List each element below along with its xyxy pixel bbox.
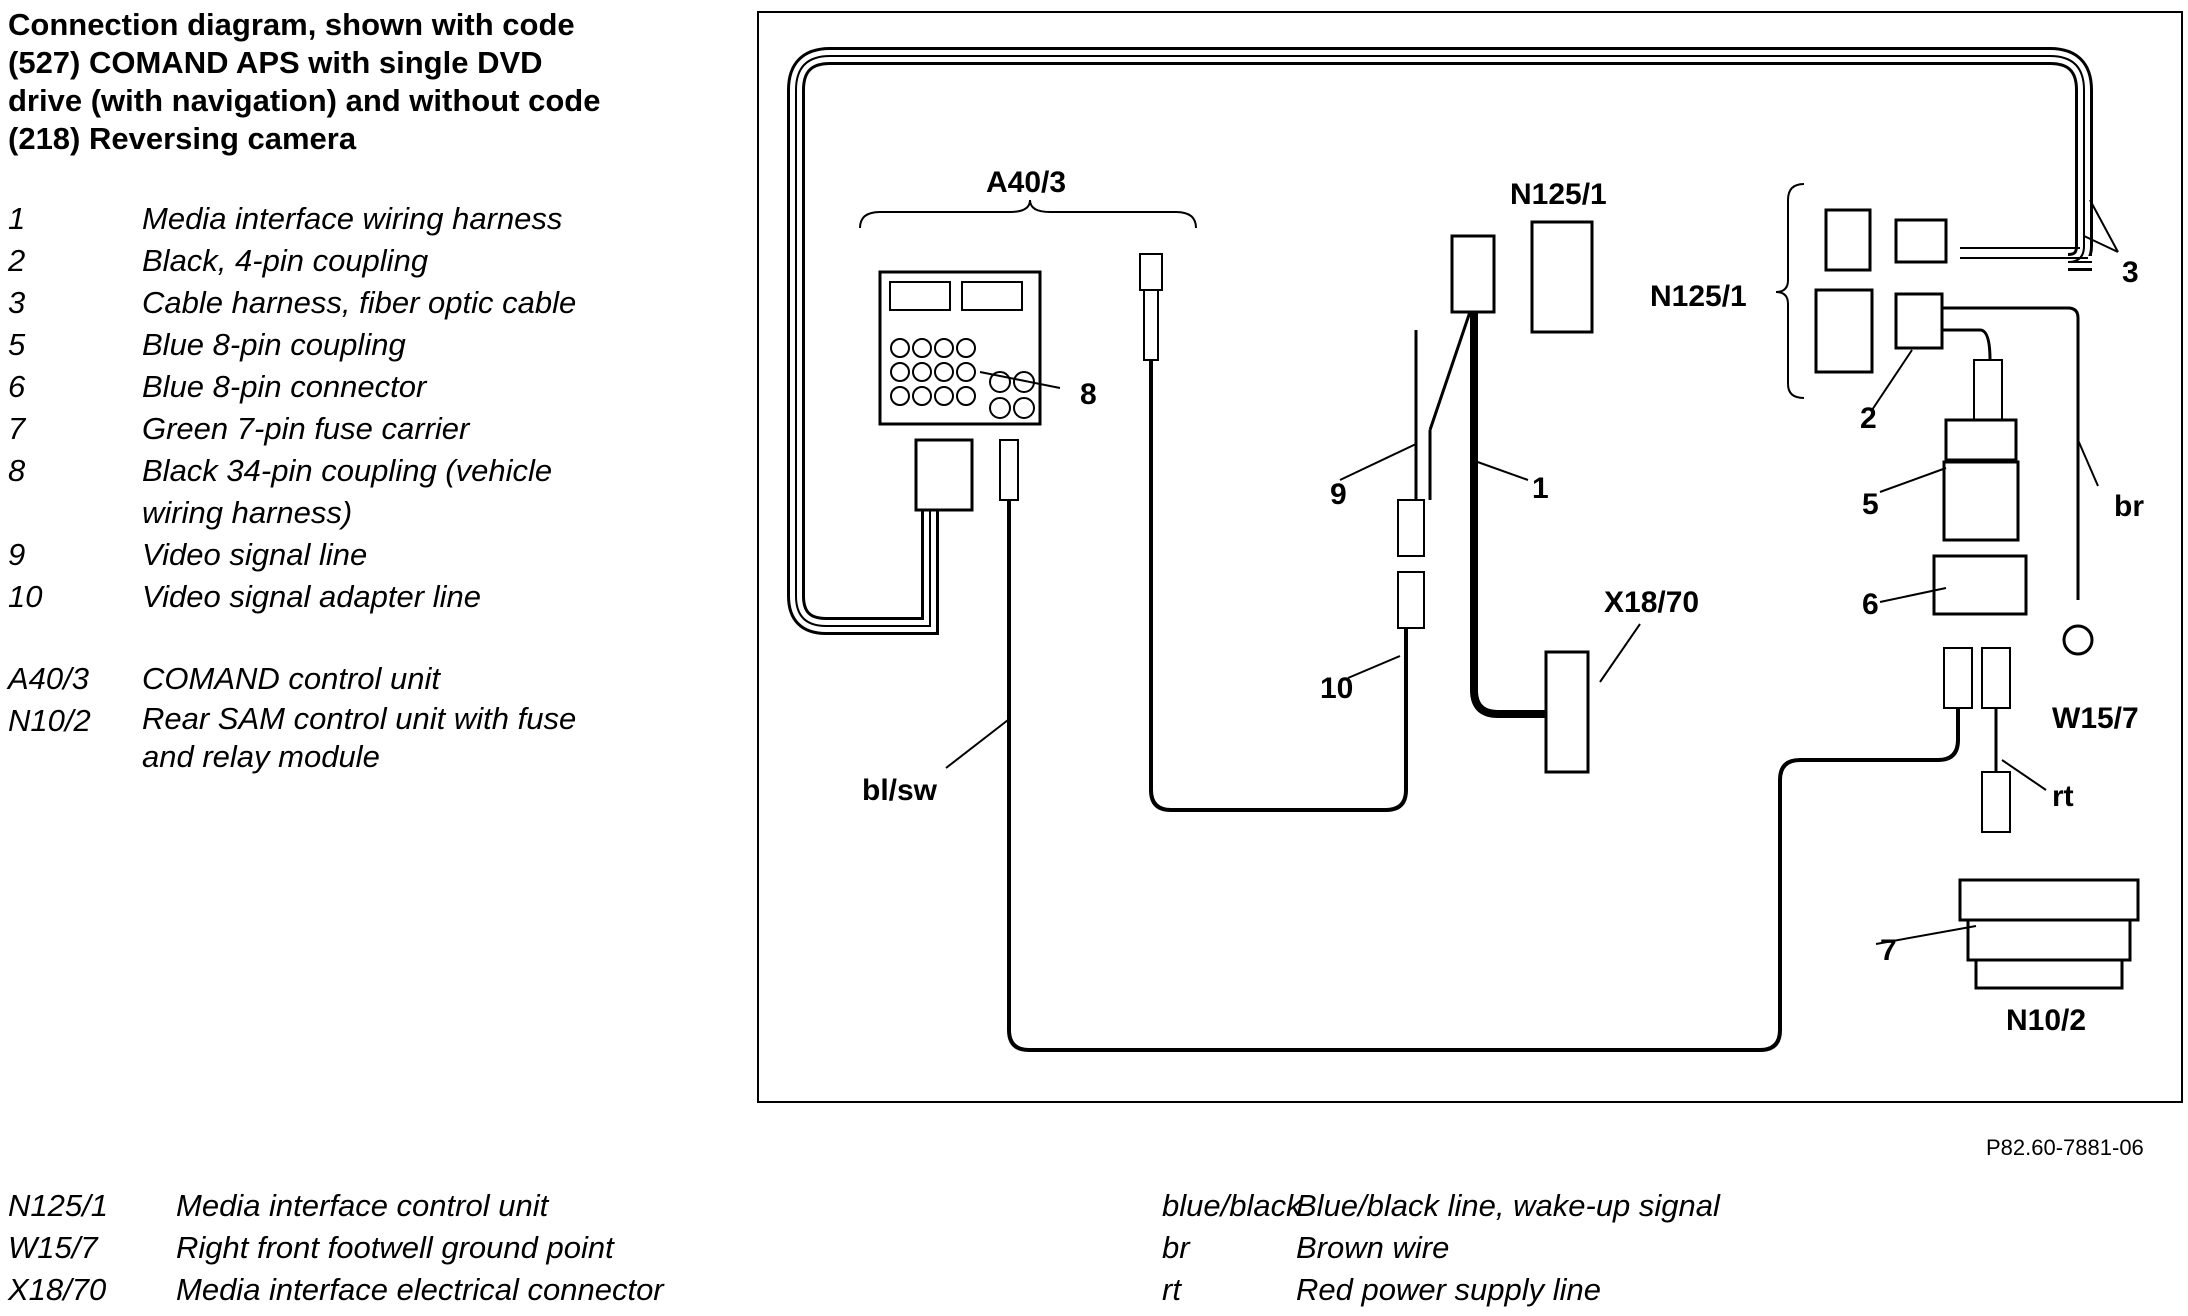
legend-key: 5 xyxy=(8,327,26,362)
label-w15-7: W15/7 xyxy=(2052,702,2139,735)
diagram-frame xyxy=(757,11,2183,1103)
legend-key: 7 xyxy=(8,411,26,446)
legend-desc: Cable harness, fiber optic cable xyxy=(142,285,577,320)
legend-key: N10/2 xyxy=(8,703,91,738)
label-2: 2 xyxy=(1860,402,1877,435)
legend-key: blue/black xyxy=(1162,1188,1302,1223)
label-br: br xyxy=(2114,490,2144,523)
legend-key: A40/3 xyxy=(8,661,90,696)
legend-key: 3 xyxy=(8,285,26,320)
label-a40-3: A40/3 xyxy=(986,166,1066,199)
legend-key: 1 xyxy=(8,201,26,236)
legend-desc: Black, 4-pin coupling xyxy=(142,243,429,278)
legend-key: N125/1 xyxy=(8,1188,108,1223)
legend-row: 8 Black 34-pin coupling (vehicle wiring h… xyxy=(8,450,642,534)
figure-reference: P82.60-7881-06 xyxy=(1986,1135,2144,1160)
legend-components: A40/3 COMAND control unit N10/2 Rear SAM c… xyxy=(8,658,642,776)
connection-diagram: A40/3 N125/1 N125/1 X18/70 W15/7 N10/2 b… xyxy=(757,11,2183,1103)
label-bl-sw: bl/sw xyxy=(862,774,938,807)
comand-unit-a40-3 xyxy=(859,199,1197,512)
label-8: 8 xyxy=(1080,378,1097,411)
legend-row: br Brown wire xyxy=(1162,1227,1720,1269)
legend-key: 9 xyxy=(8,537,26,572)
legend-desc: Media interface electrical connector xyxy=(176,1272,664,1307)
leader-lines xyxy=(945,199,2119,945)
label-n10-2: N10/2 xyxy=(2006,1004,2086,1037)
legend-key: rt xyxy=(1162,1272,1181,1307)
legend-desc: Red power supply line xyxy=(1296,1272,1602,1307)
legend-row: 9 Video signal line xyxy=(8,534,642,576)
legend-row: A40/3 COMAND control unit xyxy=(8,658,642,700)
label-10: 10 xyxy=(1320,672,1353,705)
legend-desc: Blue/black line, wake-up signal xyxy=(1296,1188,1720,1223)
legend-row: 7 Green 7-pin fuse carrier xyxy=(8,408,642,450)
fiber-optic-harness xyxy=(787,47,2093,635)
legend-key: br xyxy=(1162,1230,1190,1265)
label-n125-1-side: N125/1 xyxy=(1650,280,1747,313)
label-3: 3 xyxy=(2122,256,2139,289)
label-1: 1 xyxy=(1532,472,1549,505)
legend-key: X18/70 xyxy=(8,1272,107,1307)
legend-row: W15/7 Right front footwell ground point xyxy=(8,1227,664,1269)
legend-row: N10/2 Rear SAM control unit with fuse and… xyxy=(8,700,642,776)
legend-row: 2 Black, 4-pin coupling xyxy=(8,240,642,282)
video-lines xyxy=(1007,299,1960,1052)
legend-row: 5 Blue 8-pin coupling xyxy=(8,324,642,366)
legend-desc: Video signal adapter line xyxy=(142,579,481,614)
page-title: Connection diagram, shown with code (527… xyxy=(8,7,601,156)
legend-desc: Brown wire xyxy=(1296,1230,1450,1265)
legend-desc: Video signal line xyxy=(142,537,368,572)
legend-key: 8 xyxy=(8,453,26,488)
legend-key: 6 xyxy=(8,369,26,404)
legend-row: 10 Video signal adapter line xyxy=(8,576,642,618)
legend-desc: Rear SAM control unit with fuse and rela… xyxy=(142,701,577,774)
legend-row: 3 Cable harness, fiber optic cable xyxy=(8,282,642,324)
label-x18-70: X18/70 xyxy=(1604,586,1699,619)
media-interface-top xyxy=(1450,220,1594,774)
label-7: 7 xyxy=(1880,934,1897,967)
legend-key: 10 xyxy=(8,579,43,614)
legend-desc: Media interface control unit xyxy=(176,1188,549,1223)
label-9: 9 xyxy=(1330,478,1347,511)
legend-row: rt Red power supply line xyxy=(1162,1269,1720,1311)
legend-desc: Media interface wiring harness xyxy=(142,201,563,236)
legend-row: 1 Media interface wiring harness xyxy=(8,198,642,240)
legend-row: X18/70 Media interface electrical connect… xyxy=(8,1269,664,1311)
rear-sam-unit-n10-2 xyxy=(1958,878,2140,990)
legend-desc: Black 34-pin coupling (vehicle wiring ha… xyxy=(142,453,553,530)
legend-desc: COMAND control unit xyxy=(142,661,441,696)
legend-row: N125/1 Media interface control unit xyxy=(8,1185,664,1227)
legend-key: 2 xyxy=(8,243,26,278)
legend-desc: Blue 8-pin coupling xyxy=(142,327,406,362)
label-n125-1-top: N125/1 xyxy=(1510,178,1607,211)
legend-desc: Green 7-pin fuse carrier xyxy=(142,411,470,446)
label-rt: rt xyxy=(2052,780,2074,813)
legend-bottom-left: N125/1 Media interface control unit W15/7… xyxy=(8,1185,664,1311)
label-5: 5 xyxy=(1862,488,1879,521)
legend-numbered-parts: 1 Media interface wiring harness 2 Black, … xyxy=(8,198,642,618)
legend-row: 6 Blue 8-pin connector xyxy=(8,366,642,408)
label-6: 6 xyxy=(1862,588,1879,621)
legend-desc: Blue 8-pin connector xyxy=(142,369,427,404)
media-interface-side xyxy=(1775,183,2094,833)
legend-desc: Right front footwell ground point xyxy=(176,1230,614,1265)
legend-key: W15/7 xyxy=(8,1230,98,1265)
